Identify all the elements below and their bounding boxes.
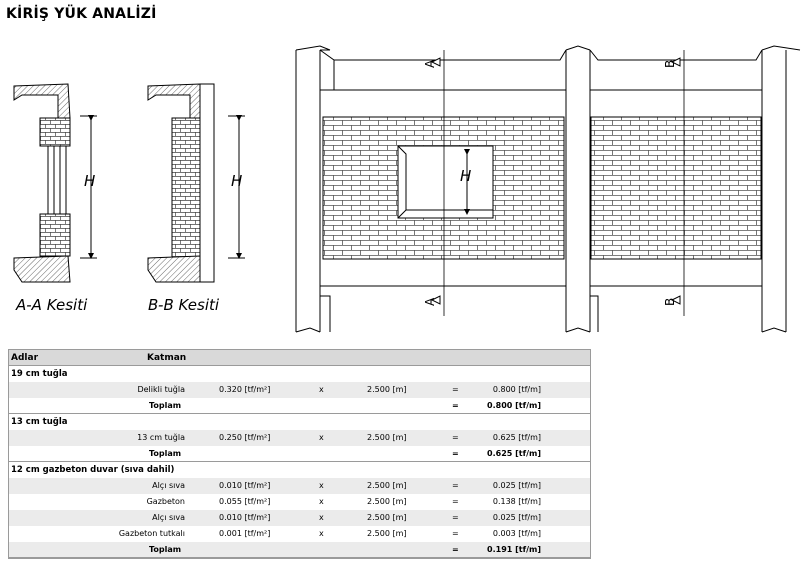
group-title: 12 cm gazbeton duvar (sıva dahil) (9, 462, 590, 478)
row-load: 0.010 [tf/m²] (219, 481, 271, 490)
row-load: 0.320 [tf/m²] (219, 385, 271, 394)
row-equals: = (452, 481, 459, 490)
row-label: Gazbeton tutkalı (118, 529, 185, 538)
row-label: Gazbeton (146, 497, 185, 506)
window-height-label: H (460, 167, 471, 185)
page-title: KİRİŞ YÜK ANALİZİ (6, 6, 157, 22)
table-header: Adlar Katman (9, 350, 590, 366)
row-equals: = (452, 513, 459, 522)
row-operator: x (319, 529, 324, 538)
row-label: Alçı sıva (152, 513, 185, 522)
total-equals: = (452, 401, 459, 410)
table-row: Delikli tuğla 0.320 [tf/m²] x 2.500 [m] = 0.8… (9, 382, 590, 398)
cut-a-bottom-label: A (423, 297, 437, 306)
total-value: 0.191 [tf/m] (487, 545, 541, 554)
header-layer: Katman (147, 353, 187, 363)
row-label: Delikli tuğla (137, 385, 185, 394)
row-height: 2.500 [m] (367, 481, 407, 490)
row-operator: x (319, 497, 324, 506)
row-height: 2.500 [m] (367, 497, 407, 506)
table-row: Alçı sıva 0.010 [tf/m²] x 2.500 [m] = 0.025 [… (9, 478, 590, 494)
wall-elevation: H A A B B (295, 45, 801, 333)
total-label: Toplam (149, 449, 182, 458)
row-equals: = (452, 529, 459, 538)
row-height: 2.500 [m] (367, 385, 407, 394)
total-row: Toplam = 0.625 [tf/m] (9, 446, 590, 462)
group-title: 13 cm tuğla (9, 414, 590, 430)
row-operator: x (319, 433, 324, 442)
row-result: 0.025 [tf/m] (492, 513, 541, 522)
total-label: Toplam (149, 401, 182, 410)
row-load: 0.250 [tf/m²] (219, 433, 271, 442)
aa-section-caption: A-A Kesiti (15, 296, 88, 314)
row-height: 2.500 [m] (367, 513, 407, 522)
beam-load-drawing: H A-A Kesiti H B-B Kesiti (13, 45, 801, 333)
aa-height-label: H (84, 172, 95, 190)
row-result: 0.800 [tf/m] (492, 385, 541, 394)
cut-b-bottom-label: B (663, 298, 677, 306)
row-result: 0.025 [tf/m] (492, 481, 541, 490)
table-row: Alçı sıva 0.010 [tf/m²] x 2.500 [m] = 0.025 [… (9, 510, 590, 526)
total-row: Toplam = 0.800 [tf/m] (9, 398, 590, 414)
header-names: Adlar (11, 353, 39, 363)
table-row: 13 cm tuğla 0.250 [tf/m²] x 2.500 [m] = 0.625… (9, 430, 590, 446)
row-load: 0.001 [tf/m²] (219, 529, 271, 538)
bb-height-label: H (231, 172, 242, 190)
total-equals: = (452, 545, 459, 554)
total-row: Toplam = 0.191 [tf/m] (9, 542, 590, 558)
cut-b-top-label: B (663, 60, 677, 68)
total-equals: = (452, 449, 459, 458)
row-result: 0.625 [tf/m] (492, 433, 541, 442)
row-operator: x (319, 513, 324, 522)
row-height: 2.500 [m] (367, 433, 407, 442)
row-result: 0.003 [tf/m] (492, 529, 541, 538)
row-operator: x (319, 385, 324, 394)
table-row: Gazbeton tutkalı 0.001 [tf/m²] x 2.500 [m] =… (9, 526, 590, 542)
row-result: 0.138 [tf/m] (492, 497, 541, 506)
bb-section-caption: B-B Kesiti (148, 296, 220, 314)
row-label: 13 cm tuğla (137, 433, 185, 442)
row-height: 2.500 [m] (367, 529, 407, 538)
row-label: Alçı sıva (152, 481, 185, 490)
section-aa: H A-A Kesiti (13, 83, 97, 314)
total-label: Toplam (149, 545, 182, 554)
row-load: 0.010 [tf/m²] (219, 513, 271, 522)
row-operator: x (319, 481, 324, 490)
section-bb: H B-B Kesiti (147, 83, 245, 314)
total-value: 0.625 [tf/m] (487, 449, 541, 458)
total-value: 0.800 [tf/m] (487, 401, 541, 410)
row-load: 0.055 [tf/m²] (219, 497, 271, 506)
cut-a-top-label: A (423, 59, 437, 68)
row-equals: = (452, 385, 459, 394)
row-equals: = (452, 433, 459, 442)
group-title: 19 cm tuğla (9, 366, 590, 382)
row-equals: = (452, 497, 459, 506)
table-row: Gazbeton 0.055 [tf/m²] x 2.500 [m] = 0.138 [t… (9, 494, 590, 510)
